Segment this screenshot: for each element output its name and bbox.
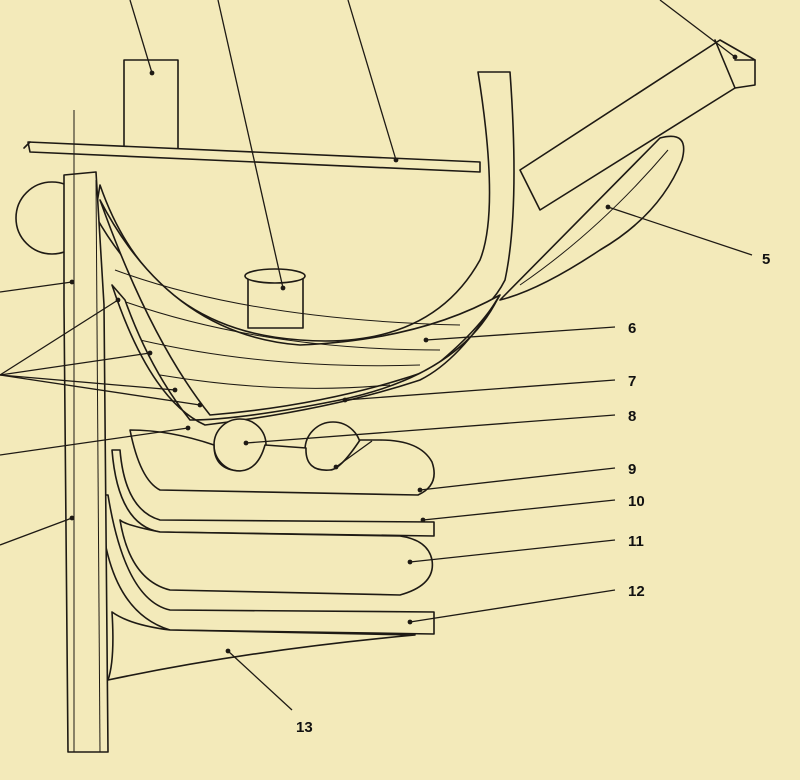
label-5: 5: [762, 251, 770, 268]
upper-beam: [519, 39, 756, 211]
stem-post: [63, 110, 109, 753]
part-labels: 5 6 7 8 9 10 11 12 13: [296, 251, 770, 736]
label-10: 10: [628, 493, 645, 510]
bottom-wedge: [107, 611, 416, 681]
hull-planking: [99, 199, 501, 416]
label-13: 13: [296, 719, 313, 736]
label-7: 7: [628, 373, 636, 390]
deck-plank: [23, 141, 481, 173]
knee-bracket: [499, 135, 685, 301]
label-9: 9: [628, 461, 636, 478]
inner-frame: [111, 284, 499, 426]
leader-lines: [0, 0, 753, 711]
short-post: [244, 268, 306, 329]
floor-timber: [111, 429, 435, 537]
leader-dots: [69, 54, 738, 654]
label-6: 6: [628, 320, 636, 337]
label-12: 12: [628, 583, 645, 600]
label-11: 11: [628, 533, 644, 550]
label-8: 8: [628, 408, 636, 425]
